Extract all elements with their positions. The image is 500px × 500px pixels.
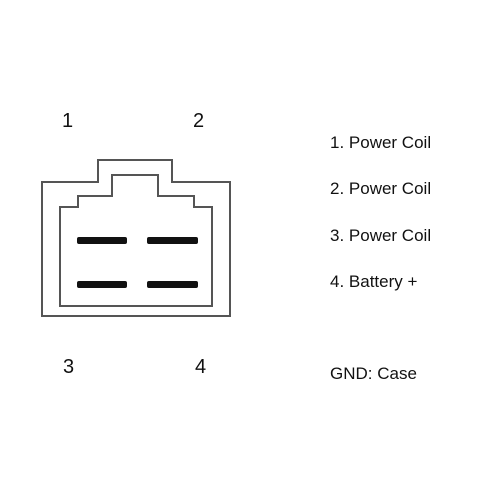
terminal-3 bbox=[77, 281, 127, 288]
legend-item-3: 3. Power Coil bbox=[330, 226, 432, 245]
terminal-2 bbox=[147, 237, 198, 244]
pin-number-3: 3 bbox=[63, 356, 75, 378]
legend-item-4: 4. Battery + bbox=[330, 272, 418, 291]
pin-number-2: 2 bbox=[193, 110, 205, 132]
connector-housing-inner bbox=[59, 174, 213, 307]
connector-housing-outer bbox=[41, 159, 231, 317]
ground-label: GND: Case bbox=[330, 364, 417, 383]
terminal-1 bbox=[77, 237, 127, 244]
legend-item-2: 2. Power Coil bbox=[330, 179, 432, 198]
legend-item-1: 1. Power Coil bbox=[330, 133, 432, 152]
pin-number-4: 4 bbox=[195, 356, 207, 378]
terminal-4 bbox=[147, 281, 198, 288]
pin-number-1: 1 bbox=[62, 110, 74, 132]
